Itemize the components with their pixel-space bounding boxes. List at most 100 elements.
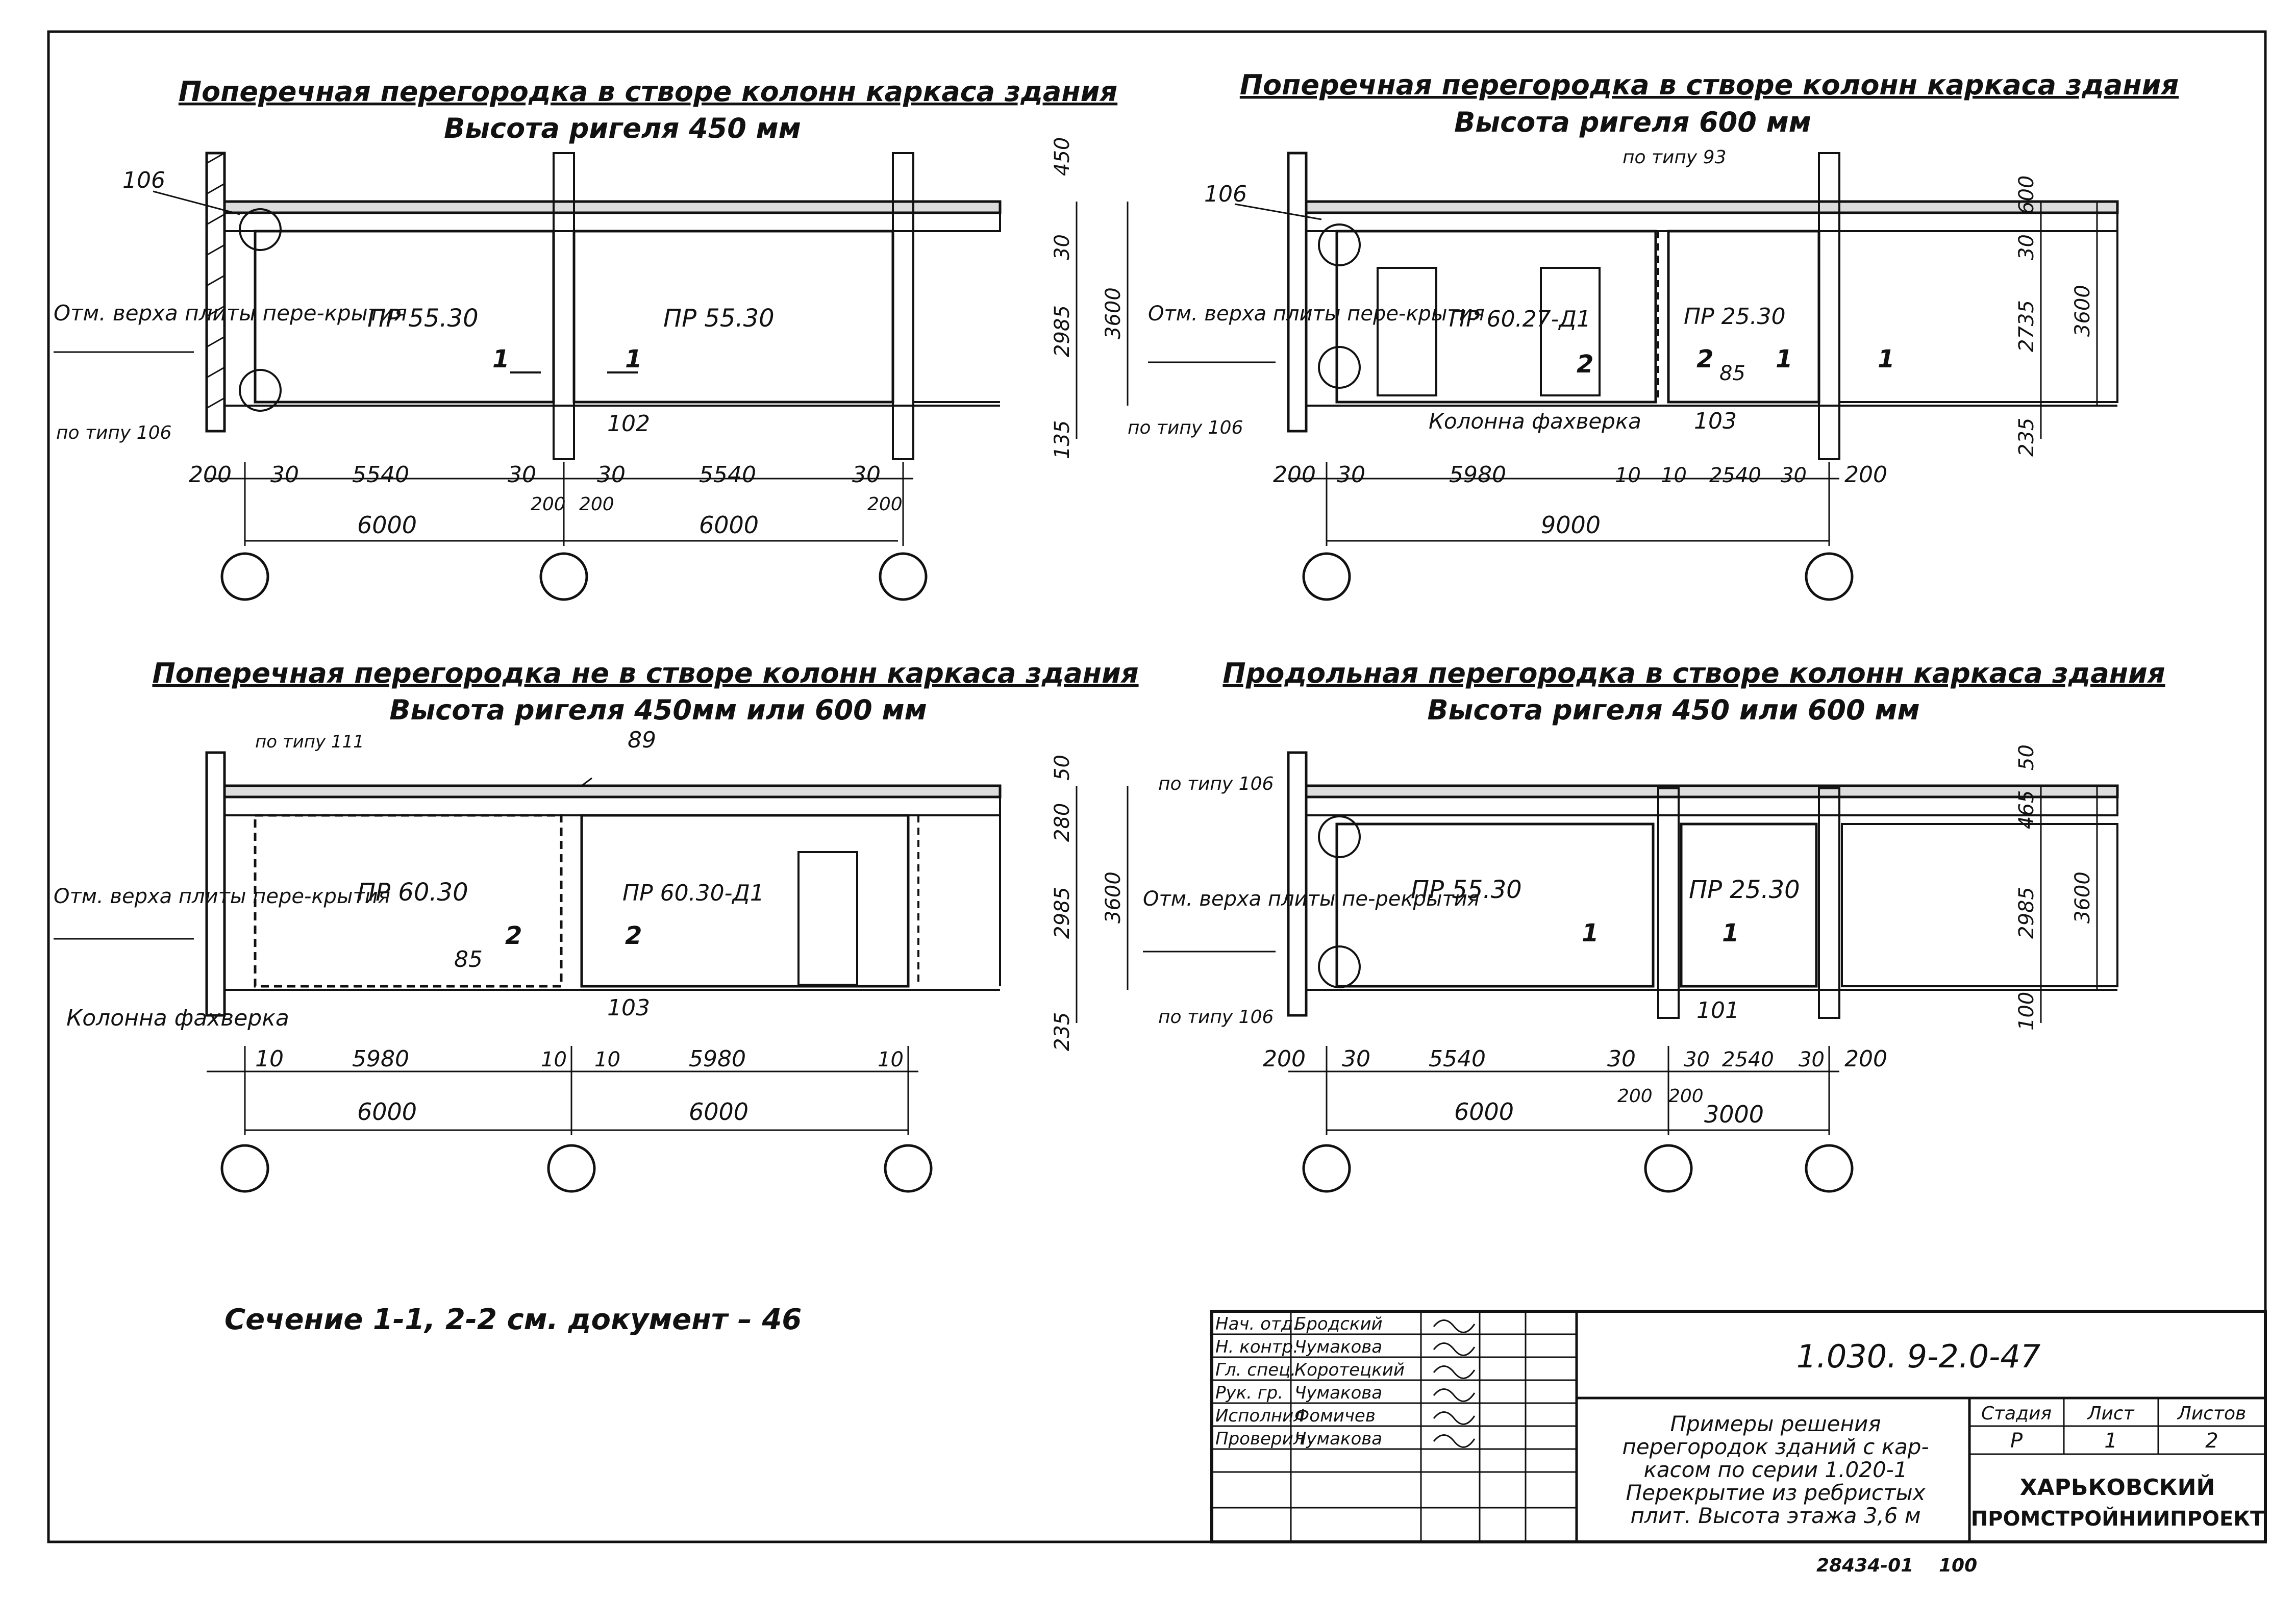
drawing-label: 50 <box>2015 744 2038 770</box>
panel-1: Поперечная перегородка в створе колонн к… <box>54 76 1129 601</box>
drawing-label: 200 <box>867 494 903 515</box>
drawing-label: 30 <box>1342 1046 1370 1072</box>
drawing-label: 3600 <box>1102 871 1125 924</box>
axis-bubble <box>547 1144 596 1193</box>
drawing-label: 85 <box>454 946 483 972</box>
drawing-label: 102 <box>607 411 650 437</box>
drawing-label: 2985 <box>1051 305 1074 357</box>
drawing-label: 5540 <box>1429 1046 1486 1072</box>
drawing-label: 1 <box>1776 345 1792 373</box>
drawing-label: Чумакова <box>1294 1383 1382 1403</box>
drawing-label: 30 <box>1337 462 1365 488</box>
drawing-label: 2 <box>1577 350 1593 379</box>
drawing-label: 600 <box>2015 176 2038 214</box>
drawing-label: Рук. гр. <box>1215 1383 1283 1403</box>
drawing-label: 100 <box>2015 992 2038 1031</box>
drawing-label: Отм. верха плиты пере-крытия <box>54 885 390 908</box>
panel-1-title: Поперечная перегородка в створе колонн к… <box>179 76 1117 108</box>
drawing-label: 200 <box>579 494 614 515</box>
drawing-label: по типу 93 <box>1623 147 1726 168</box>
drawing-label: 200 <box>1617 1086 1653 1107</box>
drawing-label: 6000 <box>689 1098 748 1126</box>
drawing-label: 106 <box>1204 181 1247 207</box>
drawing-label: ПР 55.30 <box>663 304 775 333</box>
drawing-label: ПР 55.30 <box>367 304 479 333</box>
drawing-label: 5980 <box>352 1046 409 1072</box>
drawing-label: 6000 <box>357 511 417 539</box>
drawing-label: 200 <box>531 494 566 515</box>
axis-bubble <box>1644 1144 1693 1193</box>
drawing-label: 30 <box>270 462 299 488</box>
drawing-label: 2 <box>625 921 642 950</box>
footnote: Сечение 1-1, 2-2 см. документ – 46 <box>224 1303 802 1336</box>
drawing-label: Р <box>2010 1429 2023 1453</box>
drawing-label: 10 <box>878 1048 904 1071</box>
drawing-label: 10 <box>1661 464 1687 487</box>
drawing-label: 3600 <box>2071 285 2094 337</box>
drawing-label: 1 <box>1722 919 1739 947</box>
drawing-label: ПР 60.30-Д1 <box>622 880 764 906</box>
drawing-label: Чумакова <box>1294 1429 1382 1449</box>
axis-bubble <box>220 552 269 601</box>
drawing-label: 30 <box>852 462 881 488</box>
axis-bubble <box>879 552 928 601</box>
panel-4: Продольная перегородка в створе колонн к… <box>1143 657 2165 1193</box>
drawing-label: ПР 60.27-Д1 <box>1449 306 1591 332</box>
drawing-label: 2985 <box>1051 887 1074 939</box>
panel-2-title: Поперечная перегородка в створе колонн к… <box>1240 69 2179 101</box>
drawing-label: перегородок зданий с кар- <box>1622 1434 1929 1459</box>
drawing-label: плит. Высота этажа 3,6 м <box>1630 1503 1920 1528</box>
axis-bubble <box>539 552 588 601</box>
drawing-label: 2 <box>2205 1429 2218 1453</box>
axis-bubble <box>884 1144 933 1193</box>
drawing-label: 1 <box>625 345 642 373</box>
drawing-label: 10 <box>1615 464 1641 487</box>
drawing-label: 103 <box>1694 408 1737 434</box>
drawing-label: Отм. верха плиты пере-крытия <box>1148 302 1485 326</box>
drawing-label: 5540 <box>699 462 756 488</box>
drawing-label: 465 <box>2015 790 2038 829</box>
drawing-label: 10 <box>255 1046 284 1072</box>
panel-4-title: Продольная перегородка в створе колонн к… <box>1222 657 2165 689</box>
drawing-label: 2540 <box>1709 464 1761 487</box>
drawing-label: Колонна фахверка <box>66 1005 289 1031</box>
drawing-label: Листов <box>2177 1403 2246 1424</box>
drawing-label: Н. контр. <box>1215 1337 1299 1357</box>
drawing-label: 89 <box>628 727 656 753</box>
drawing-label: 200 <box>1844 462 1887 488</box>
drawing-label: 30 <box>1607 1046 1636 1072</box>
drawing-label: 2735 <box>2015 300 2038 352</box>
drawing-label: 10 <box>594 1048 620 1071</box>
drawing-label: Исполнил <box>1215 1406 1305 1426</box>
drawing-label: Стадия <box>1981 1403 2052 1424</box>
drawing-label: 6000 <box>1454 1098 1514 1126</box>
panel-2: Поперечная перегородка в створе колонн к… <box>1128 69 2179 601</box>
drawing-label: 30 <box>1684 1048 1710 1071</box>
drawing-label: 1 <box>492 345 509 373</box>
drawing-label: 235 <box>2015 418 2038 457</box>
drawing-label: Гл. спец. <box>1215 1360 1296 1380</box>
drawing-label: ПР 55.30 <box>1411 876 1522 904</box>
axis-bubble <box>1805 1144 1854 1193</box>
drawing-label: по типу 106 <box>1128 417 1243 438</box>
drawing-label: Фомичев <box>1294 1406 1376 1426</box>
drawing-label: Отм. верха плиты пе-рекрытия <box>1143 887 1480 911</box>
drawing-label: 6000 <box>357 1098 417 1126</box>
drawing-label: по типу 106 <box>56 422 171 443</box>
drawing-label: 30 <box>508 462 536 488</box>
doc-code: 1.030. 9-2.0-47 <box>1796 1338 2041 1375</box>
drawing-label: 200 <box>1273 462 1316 488</box>
drawing-label: 135 <box>1051 420 1074 459</box>
drawing-label: 235 <box>1051 1012 1074 1051</box>
drawing-label: Коротецкий <box>1294 1360 1405 1380</box>
panel-3-subtitle: Высота ригеля 450мм или 600 мм <box>389 694 927 726</box>
drawing-label: Лист <box>2086 1403 2134 1424</box>
drawing-label: 200 <box>1668 1086 1704 1107</box>
drawing-label: 1 <box>1582 919 1599 947</box>
panel-2-subtitle: Высота ригеля 600 мм <box>1454 106 1811 138</box>
drawing-label: 2985 <box>2015 887 2038 939</box>
title-block: Нач. отд. Н. контр. Гл. спец. Рук. гр. И… <box>1210 1310 2267 1543</box>
drawing-label: 2 <box>1696 345 1713 373</box>
drawing-label: по типу 106 <box>1158 1007 1274 1028</box>
